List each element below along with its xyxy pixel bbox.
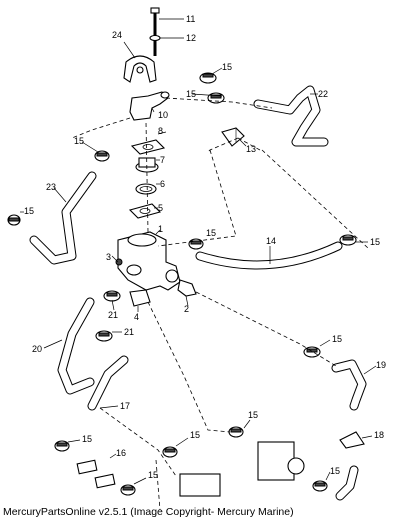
clamp-15b[interactable] bbox=[207, 92, 225, 104]
clamp-15e[interactable] bbox=[188, 238, 204, 250]
callout-21b: 21 bbox=[124, 327, 134, 337]
callout-15h: 15 bbox=[248, 410, 258, 420]
callout-15d: 15 bbox=[24, 206, 34, 216]
clamp-15g[interactable] bbox=[303, 346, 321, 358]
callout-21a: 21 bbox=[108, 310, 118, 320]
callout-4: 4 bbox=[134, 312, 139, 322]
fitting-part-2[interactable] bbox=[177, 279, 197, 297]
callout-15l: 15 bbox=[330, 466, 340, 476]
gasket-part-8[interactable] bbox=[130, 139, 166, 155]
clamp-15f[interactable] bbox=[339, 234, 357, 246]
callout-16: 16 bbox=[116, 448, 126, 458]
callout-15f: 15 bbox=[370, 237, 380, 247]
callout-15g: 15 bbox=[332, 334, 342, 344]
hose-part-19[interactable] bbox=[331, 359, 367, 411]
leader-lines bbox=[20, 18, 377, 485]
callout-2: 2 bbox=[184, 304, 189, 314]
fitting-part-13[interactable] bbox=[221, 127, 245, 147]
sleeve-part-16b[interactable] bbox=[94, 473, 116, 489]
callout-23: 23 bbox=[46, 182, 56, 192]
callout-11: 11 bbox=[186, 14, 195, 24]
callout-19: 19 bbox=[376, 360, 386, 370]
callout-14: 14 bbox=[266, 236, 276, 246]
clamp-15j[interactable] bbox=[54, 440, 70, 452]
plug-part-3[interactable] bbox=[115, 258, 123, 266]
callout-15k: 15 bbox=[148, 470, 158, 480]
gasket-part-5[interactable] bbox=[128, 203, 162, 219]
housing-cap-part-10[interactable] bbox=[129, 91, 170, 121]
hose-part-17[interactable] bbox=[87, 355, 129, 411]
bracket-part-24[interactable] bbox=[123, 55, 157, 83]
callout-labels: 11 12 24 15 15 22 10 8 15 13 7 6 23 5 15… bbox=[24, 14, 386, 480]
clamp-15l[interactable] bbox=[312, 480, 328, 492]
callout-15c: 15 bbox=[74, 136, 84, 146]
sleeve-part-16a[interactable] bbox=[76, 459, 98, 475]
washer-part-12[interactable] bbox=[149, 34, 161, 42]
bracket-part-18[interactable] bbox=[339, 431, 365, 449]
clamp-15k[interactable] bbox=[120, 484, 136, 496]
callout-15b: 15 bbox=[186, 89, 196, 99]
bolt-part-11[interactable] bbox=[150, 7, 160, 56]
seal-part-6[interactable] bbox=[135, 183, 157, 195]
callout-7: 7 bbox=[160, 155, 165, 165]
callout-15j: 15 bbox=[82, 434, 92, 444]
hose-part-14[interactable] bbox=[195, 241, 343, 270]
callout-5: 5 bbox=[158, 203, 163, 213]
clamp-15c[interactable] bbox=[94, 150, 110, 162]
thermostat-housing-part-1[interactable] bbox=[117, 231, 181, 291]
hose-part-22[interactable] bbox=[253, 85, 329, 147]
callout-13: 13 bbox=[246, 144, 256, 154]
callout-12: 12 bbox=[186, 33, 196, 43]
hose-part-lower-right[interactable] bbox=[335, 465, 359, 501]
callout-15i: 15 bbox=[190, 430, 200, 440]
callout-15a: 15 bbox=[222, 62, 232, 72]
clamp-15d[interactable] bbox=[7, 214, 21, 226]
clamp-15h[interactable] bbox=[228, 426, 244, 438]
callout-24: 24 bbox=[112, 30, 122, 40]
callout-22: 22 bbox=[318, 89, 328, 99]
clamp-15a[interactable] bbox=[199, 72, 217, 84]
callout-1: 1 bbox=[158, 224, 163, 234]
callout-15e: 15 bbox=[206, 228, 216, 238]
callout-8: 8 bbox=[158, 126, 163, 136]
lower-assembly[interactable] bbox=[179, 441, 305, 497]
callout-17: 17 bbox=[120, 401, 130, 411]
clamp-21a[interactable] bbox=[103, 290, 121, 302]
hose-part-20[interactable] bbox=[57, 297, 95, 395]
callout-6: 6 bbox=[160, 179, 165, 189]
fitting-part-4[interactable] bbox=[129, 289, 151, 307]
clamp-21b[interactable] bbox=[95, 330, 113, 342]
callout-10: 10 bbox=[158, 110, 168, 120]
callout-3: 3 bbox=[106, 252, 111, 262]
hose-part-23[interactable] bbox=[29, 171, 97, 265]
clamp-15i[interactable] bbox=[162, 446, 178, 458]
copyright-footer: MercuryPartsOnline v2.5.1 (Image Copyrig… bbox=[3, 506, 294, 518]
routing-lines bbox=[71, 97, 369, 511]
callout-18: 18 bbox=[374, 430, 384, 440]
callout-20: 20 bbox=[32, 344, 42, 354]
